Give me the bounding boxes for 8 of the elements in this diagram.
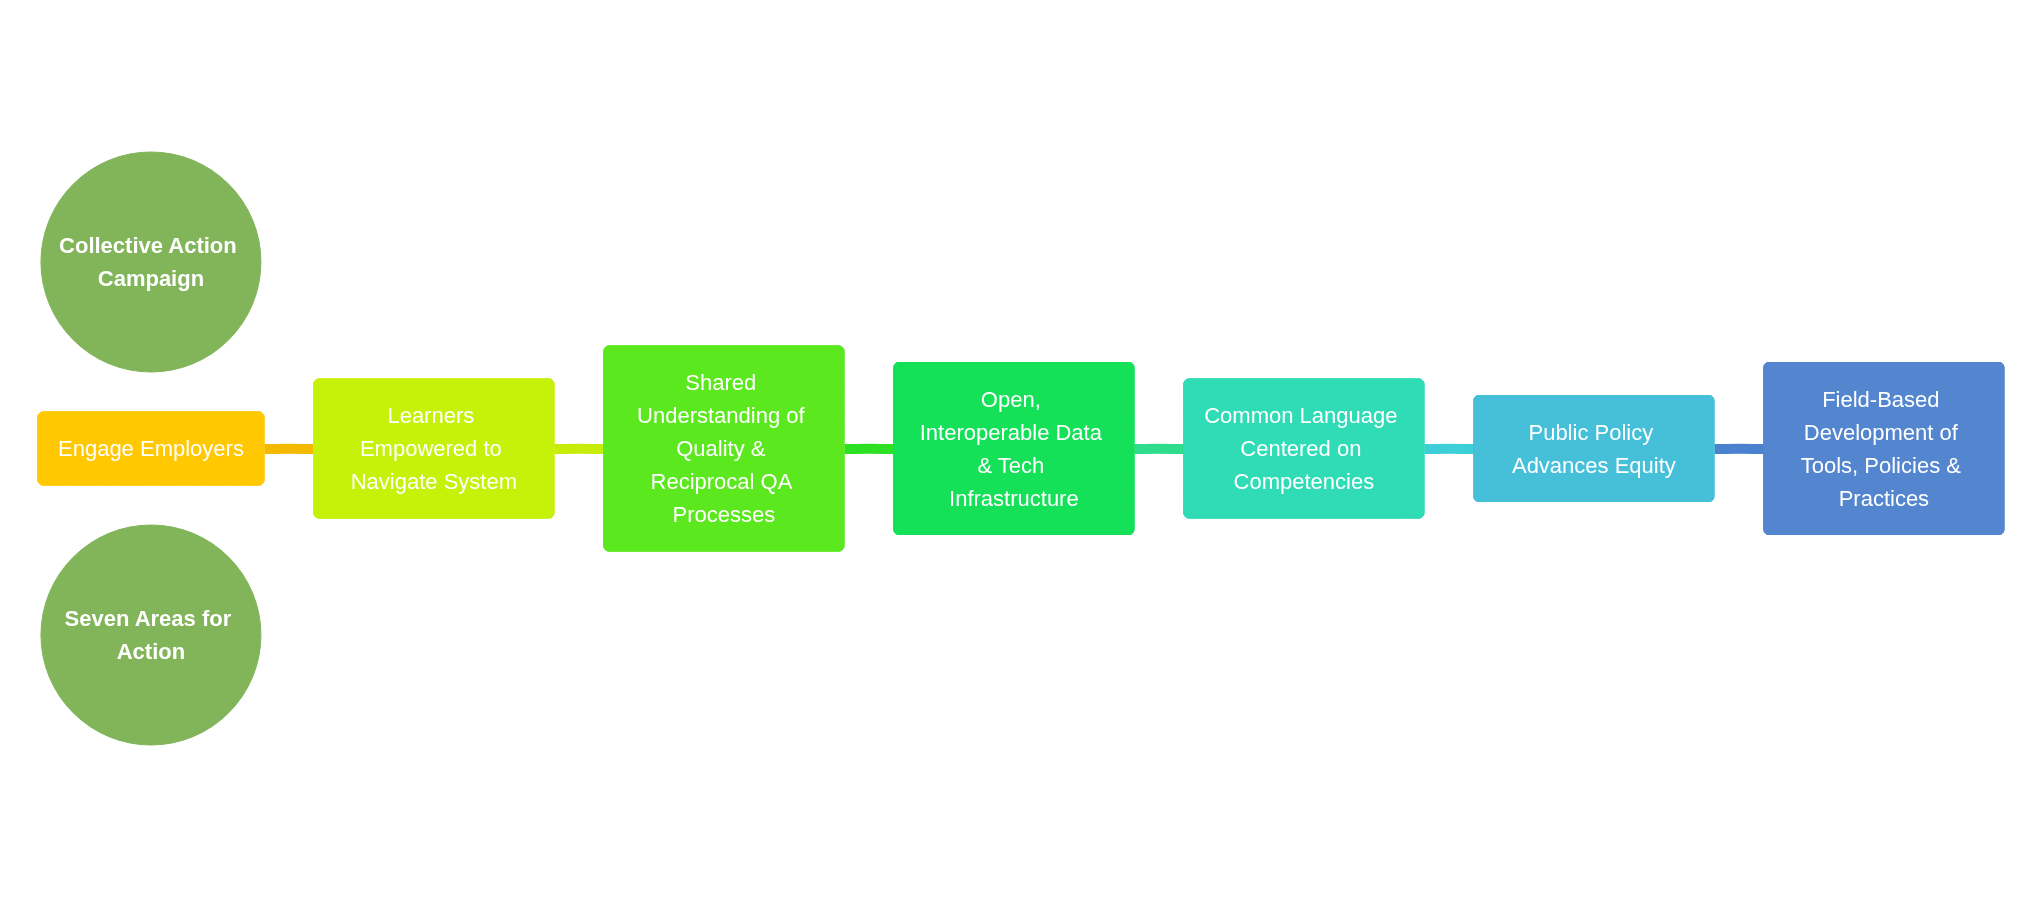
node-circle: Collective Action Campaign xyxy=(40,151,261,373)
connector xyxy=(1423,443,1475,454)
connector xyxy=(1713,443,1765,454)
connector xyxy=(843,443,895,454)
connector xyxy=(1133,443,1185,454)
node-circle: Seven Areas for Action xyxy=(40,524,261,746)
connector xyxy=(553,443,605,454)
connector xyxy=(263,443,315,454)
